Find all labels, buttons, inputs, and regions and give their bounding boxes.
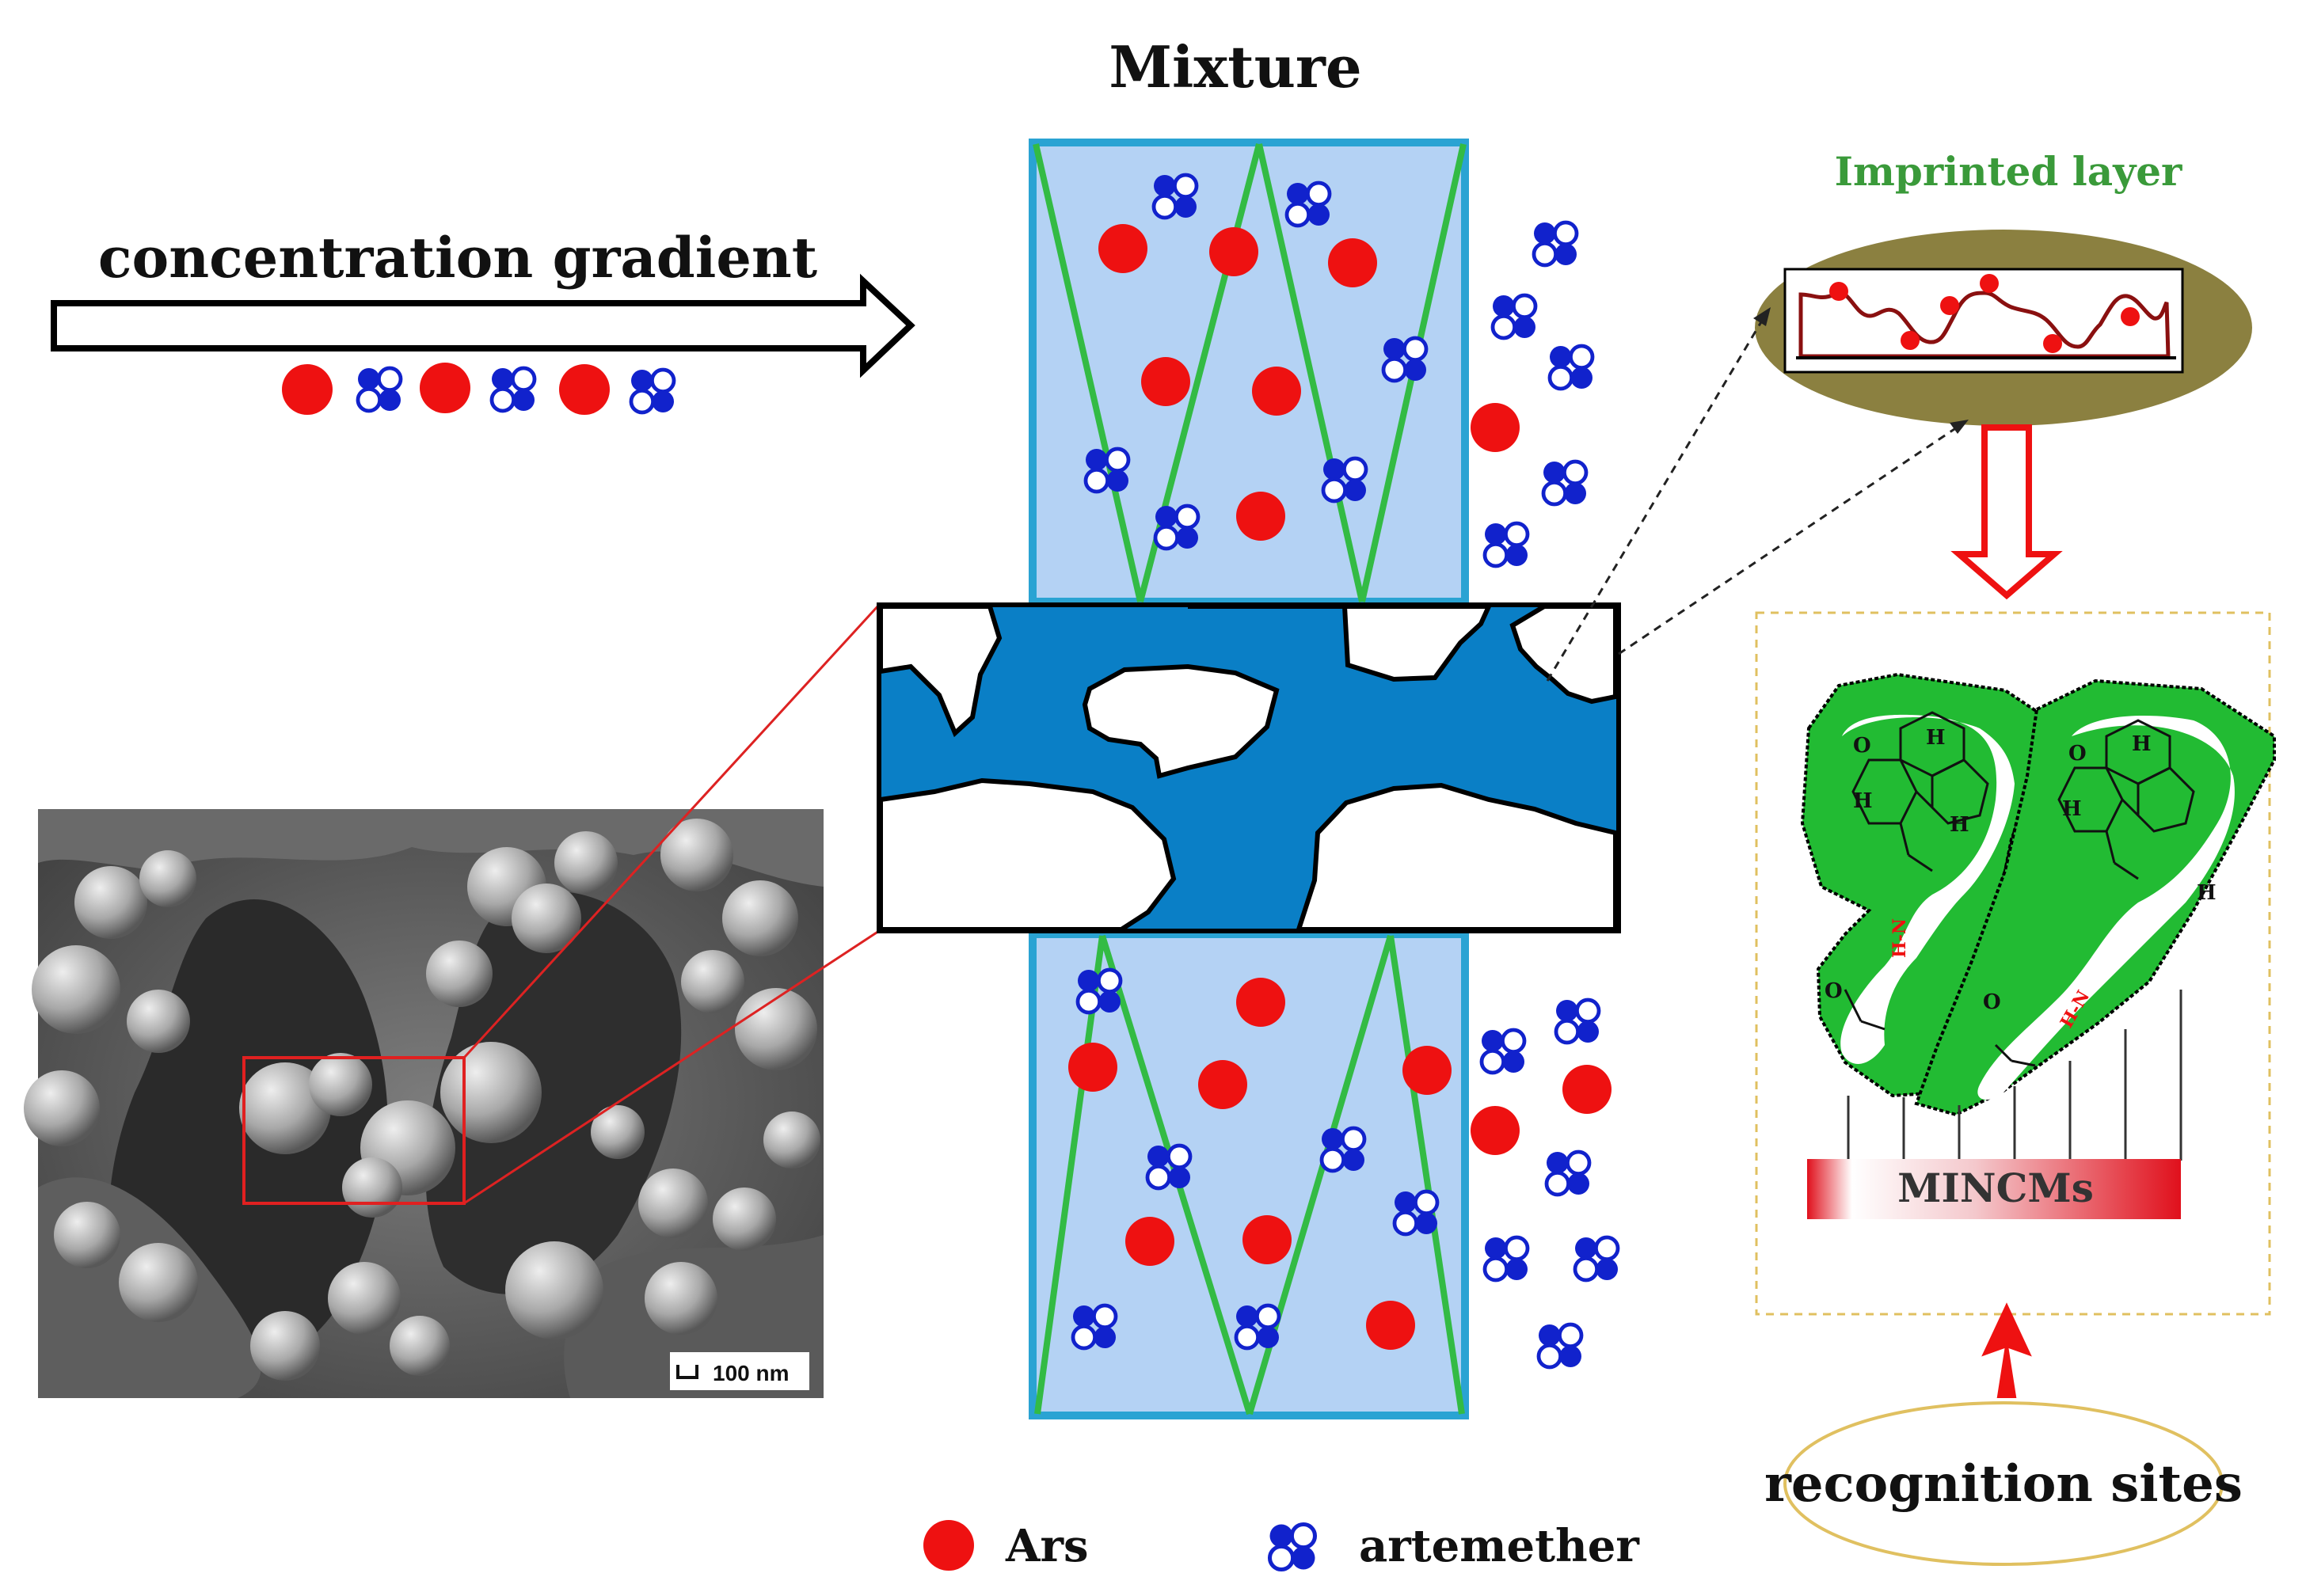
hydrogen-label: H xyxy=(1853,789,1873,813)
legend-artemether-swatch xyxy=(1270,1525,1315,1570)
artemether-molecule xyxy=(1493,295,1535,338)
oxygen-label: O xyxy=(1825,979,1843,1003)
mincm-tether-lines xyxy=(1847,990,2182,1161)
gradient-arrow xyxy=(51,273,915,378)
mixture-title: Mixture xyxy=(1109,33,1361,101)
artemether-molecule xyxy=(1575,1237,1618,1280)
ars-molecule xyxy=(1366,1301,1415,1350)
artemether-molecule xyxy=(358,368,401,411)
artemether-molecule xyxy=(1547,1152,1589,1195)
artemether-molecule xyxy=(631,370,674,412)
membrane-cross-section xyxy=(877,602,1621,933)
hydrogen-label: H xyxy=(2197,881,2217,905)
mincm-label: MINCMs xyxy=(1897,1165,2094,1211)
ars-molecule xyxy=(1242,1215,1292,1264)
legend: Ars artemether xyxy=(923,1520,1640,1572)
molecules-permeate-side xyxy=(1471,222,1618,1367)
ars-molecule xyxy=(1236,978,1285,1027)
ars-molecule xyxy=(1328,238,1377,287)
molecules-in-upper-membrane xyxy=(1086,175,1426,549)
template-structure-2 xyxy=(1994,719,2195,1067)
concentration-gradient-group: concentration gradient xyxy=(51,225,915,415)
ars-molecule xyxy=(559,364,610,415)
hydrogen-bond-label: H-N xyxy=(1889,918,1910,958)
legend-ars-label: Ars xyxy=(1005,1520,1088,1572)
artemether-molecule xyxy=(1539,1324,1581,1367)
hydrogen-label: H xyxy=(2132,732,2152,756)
hydrogen-label: H xyxy=(1926,726,1946,750)
artemether-molecule xyxy=(492,368,535,411)
sem-zoom-region xyxy=(242,1056,466,1205)
imprinted-layer-group: Imprinted layer xyxy=(1755,148,2252,426)
ars-molecule xyxy=(1471,1106,1520,1155)
ars-molecule xyxy=(1068,1043,1117,1092)
artemether-molecule xyxy=(1482,1030,1524,1073)
membrane-upper-section xyxy=(1029,139,1469,606)
imprinted-layer-label: Imprinted layer xyxy=(1835,148,2182,195)
legend-artemether-label: artemether xyxy=(1359,1520,1640,1572)
hydrogen-label: H xyxy=(1950,813,1969,837)
imprinted-surface-profile xyxy=(1798,291,2171,359)
ars-molecule xyxy=(1562,1065,1612,1114)
zoom-connector-lines xyxy=(462,603,881,1205)
template-structure-1 xyxy=(1844,711,1989,1031)
ars-molecule xyxy=(1252,367,1301,416)
pointer-arrowhead-2 xyxy=(1950,420,1969,434)
ars-molecule xyxy=(1141,357,1190,406)
template-atom-labels: H H H O O H H H O O xyxy=(1825,726,2217,1014)
artemether-molecule xyxy=(1543,462,1586,504)
ars-molecule xyxy=(1098,224,1147,273)
mincm-panel: H H H O O H H H O O H-N H-N MINCMs xyxy=(1755,611,2276,1316)
artemether-molecule xyxy=(1556,1000,1599,1043)
artemether-molecule xyxy=(1534,222,1577,265)
sem-micrograph: 100 nm xyxy=(24,809,824,1398)
dashed-pointers xyxy=(1546,316,1960,682)
imprinted-site-dots xyxy=(1829,274,2140,353)
artemether-molecule xyxy=(1550,346,1593,389)
ars-molecule xyxy=(282,364,333,415)
legend-ars-swatch xyxy=(923,1520,974,1571)
recognition-sites-group: recognition sites xyxy=(1764,1302,2243,1566)
template-site-2 xyxy=(1914,678,2276,1117)
pore-regions xyxy=(878,604,1618,932)
artemether-molecule xyxy=(1485,1237,1528,1280)
sem-scale-bar: 100 nm xyxy=(670,1352,809,1390)
ars-molecule xyxy=(1125,1217,1174,1266)
down-arrow xyxy=(1950,424,2063,600)
oxygen-label: O xyxy=(1983,990,2001,1014)
ars-molecule xyxy=(1402,1046,1452,1095)
recognition-sites-oval xyxy=(1783,1401,2224,1566)
ars-molecule xyxy=(1471,403,1520,452)
ars-molecule xyxy=(1198,1060,1247,1109)
ars-molecule xyxy=(420,363,470,413)
molecules-in-lower-membrane xyxy=(1068,970,1452,1350)
oxygen-label: O xyxy=(2068,742,2087,766)
oxygen-label: O xyxy=(1853,734,1871,758)
template-cavities xyxy=(1840,714,2235,1100)
mincm-bar xyxy=(1807,1159,2181,1219)
concentration-gradient-label: concentration gradient xyxy=(98,225,817,291)
membrane-lower-section xyxy=(1029,930,1469,1419)
hydrogen-label: H xyxy=(2062,797,2082,821)
ars-molecule xyxy=(1236,492,1285,541)
recognition-sites-label: recognition sites xyxy=(1764,1454,2243,1514)
cross-section-frame xyxy=(877,602,1621,933)
gradient-molecule-row xyxy=(282,363,674,415)
up-arrow xyxy=(1981,1302,2032,1398)
sem-texture xyxy=(24,809,824,1398)
artemether-molecule xyxy=(1485,523,1528,566)
sem-scale-label: 100 nm xyxy=(713,1361,790,1385)
pointer-arrowhead-1 xyxy=(1753,307,1771,326)
ars-molecule xyxy=(1209,227,1258,276)
mincm-panel-frame xyxy=(1755,611,2271,1316)
